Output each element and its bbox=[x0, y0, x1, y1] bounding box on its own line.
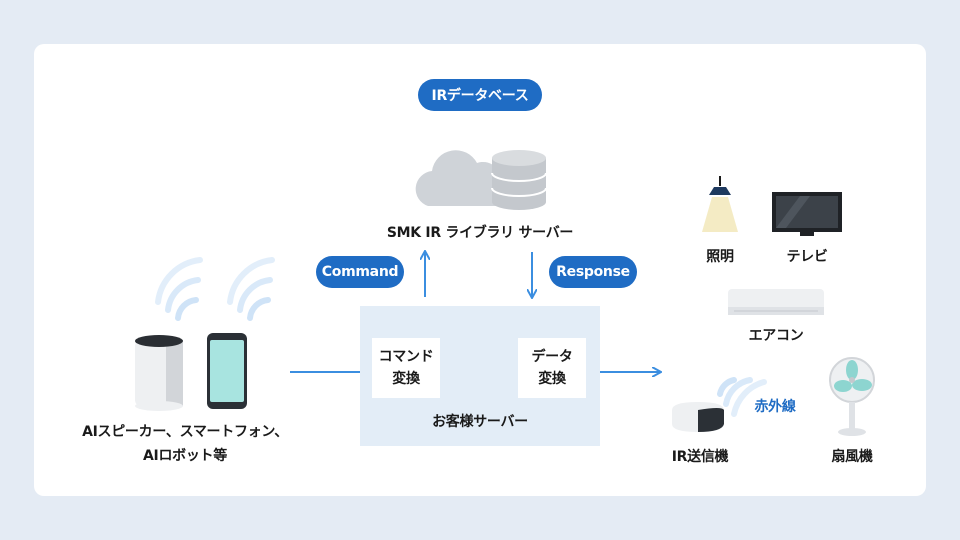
smartphone-icon bbox=[207, 333, 247, 409]
command-label: Command bbox=[321, 264, 399, 280]
smart-speaker-icon bbox=[135, 335, 183, 411]
light-label: 照明 bbox=[706, 249, 734, 265]
data-convert-line1: データ bbox=[531, 349, 573, 365]
devices-label-line1: AIスピーカー、スマートフォン、 bbox=[82, 424, 288, 440]
lamp-icon bbox=[702, 176, 738, 232]
command-convert-line2: 変換 bbox=[392, 371, 420, 387]
tv-label: テレビ bbox=[786, 249, 828, 265]
response-label: Response bbox=[556, 264, 630, 280]
ir-wave-icon bbox=[717, 377, 767, 417]
air-conditioner-icon bbox=[728, 289, 824, 315]
database-icon bbox=[491, 150, 547, 210]
infrared-label: 赤外線 bbox=[754, 399, 796, 415]
devices-label-line2: AIロボット等 bbox=[143, 448, 227, 464]
ir-transmitter-label: IR送信機 bbox=[671, 449, 729, 465]
wifi-wave-icon bbox=[155, 257, 203, 321]
ir-database-pill: IRデータベース bbox=[418, 79, 542, 111]
command-pill: Command bbox=[316, 256, 404, 288]
fan-icon bbox=[829, 357, 875, 436]
cloud-icon bbox=[415, 150, 510, 206]
fan-label: 扇風機 bbox=[831, 449, 873, 465]
ir-database-label: IRデータベース bbox=[431, 88, 529, 104]
data-convert-line2: 変換 bbox=[538, 371, 566, 387]
wifi-wave-icon bbox=[227, 257, 275, 321]
tv-icon bbox=[772, 192, 842, 236]
command-convert-line1: コマンド bbox=[378, 349, 434, 365]
data-convert-box: データ 変換 bbox=[518, 338, 586, 398]
ir-transmitter-icon bbox=[672, 402, 724, 432]
command-convert-box: コマンド 変換 bbox=[372, 338, 440, 398]
response-pill: Response bbox=[549, 256, 637, 288]
smk-server-label: SMK IR ライブラリ サーバー bbox=[386, 225, 574, 241]
aircon-label: エアコン bbox=[748, 328, 804, 344]
customer-server-label: お客様サーバー bbox=[432, 414, 528, 430]
